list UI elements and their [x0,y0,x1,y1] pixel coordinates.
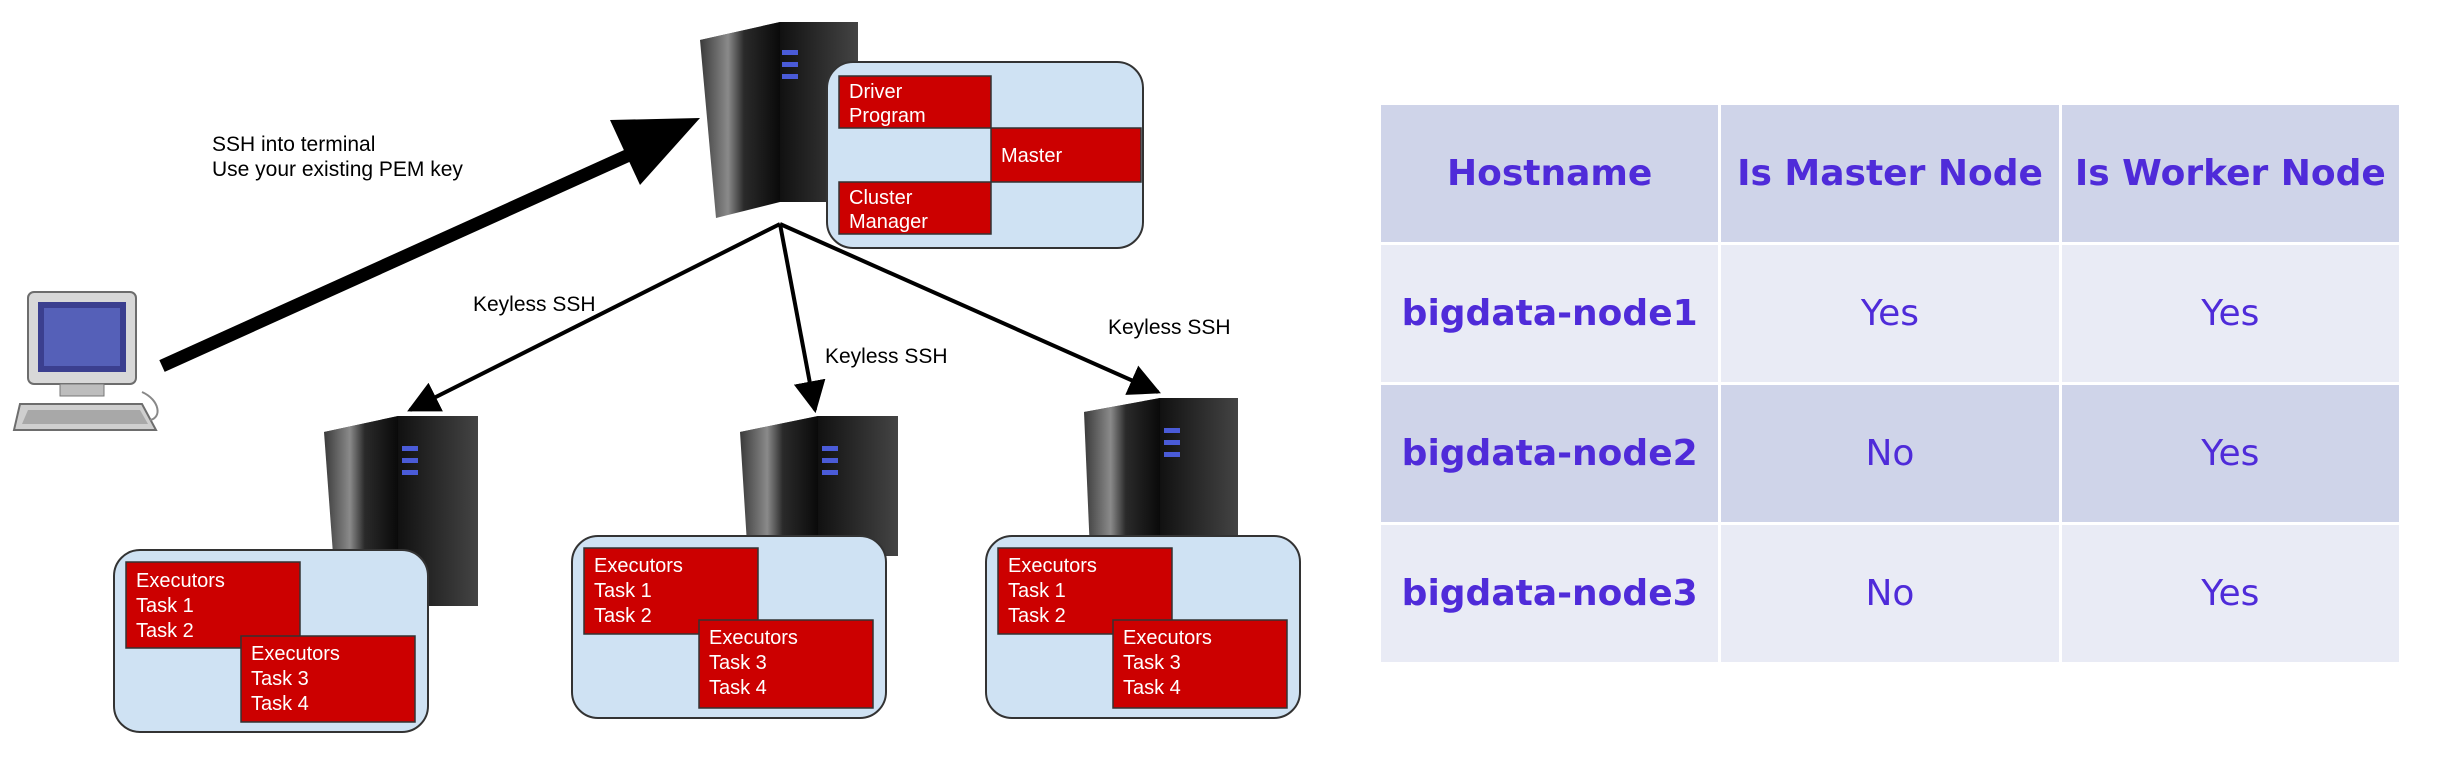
task-label: Task 3 [1123,652,1181,674]
task-label: Task 2 [1008,605,1066,627]
keyless-ssh-label-2: Keyless SSH [825,345,948,368]
driver-program-box [838,75,992,129]
keyless-ssh-arrows [407,222,1161,414]
cluster-manager-box [838,181,992,235]
driver-line2: Program [849,105,926,127]
worker-node-box-1: Executors Task 1 Task 2 Executors Task 3… [113,549,429,733]
executors-box [125,561,301,649]
task-label: Task 1 [1008,580,1066,602]
hosts-table: Hostname Is Master Node Is Worker Node b… [1377,102,2403,665]
task-label: Task 3 [709,652,767,674]
header-is-worker-node: Is Worker Node [2058,102,2403,245]
exec-label: Executors [251,643,340,665]
master-box [990,127,1142,183]
worker-node-box-3: Executors Task 1 Task 2 Executors Task 3… [985,535,1301,719]
master-node-box: Driver Program Master Cluster Manager [826,61,1144,249]
master-cell: No [1718,382,2062,525]
exec-label: Executors [709,627,798,649]
executors-box [240,635,416,723]
task-label: Task 2 [594,605,652,627]
arrow-to-worker1 [407,222,781,412]
header-is-master-node: Is Master Node [1718,102,2062,245]
worker-node-box-2: Executors Task 1 Task 2 Executors Task 3… [571,535,887,719]
exec-label: Executors [594,555,683,577]
ssh-label-line2: Use your existing PEM key [212,158,463,181]
hostname-cell: bigdata-node3 [1377,522,1722,665]
worker-server-icon-3 [1084,398,1238,552]
arrow-to-worker2 [778,223,826,414]
ssh-label-line1: SSH into terminal [212,133,375,156]
keyless-ssh-label-3: Keyless SSH [1108,316,1231,339]
task-label: Task 3 [251,668,309,690]
arrow-to-worker3 [779,222,1161,395]
exec-label: Executors [1123,627,1212,649]
task-label: Task 4 [251,693,309,715]
table-row: bigdata-node1 Yes Yes [1377,242,2403,385]
hostname-cell: bigdata-node1 [1377,242,1722,385]
cluster-diagram: SSH into terminal Use your existing PEM … [12,22,1301,733]
computer-icon [12,291,159,431]
header-hostname: Hostname [1377,102,1722,245]
worker-cell: Yes [2058,242,2403,385]
worker-cell: Yes [2058,382,2403,525]
executors-box [1112,619,1288,709]
master-label: Master [1001,145,1062,167]
task-label: Task 1 [594,580,652,602]
task-label: Task 4 [1123,677,1181,699]
exec-label: Executors [1008,555,1097,577]
driver-line1: Driver [849,81,903,103]
cluster-line2: Manager [849,211,928,233]
exec-label: Executors [136,570,225,592]
executors-box [698,619,874,709]
table-header-row: Hostname Is Master Node Is Worker Node [1377,102,2403,245]
worker-cell: Yes [2058,522,2403,665]
ssh-arrow [159,118,700,372]
table-row: bigdata-node2 No Yes [1377,382,2403,525]
task-label: Task 4 [709,677,767,699]
master-cell: No [1718,522,2062,665]
master-cell: Yes [1718,242,2062,385]
worker-server-icon-2 [740,416,898,560]
task-label: Task 1 [136,595,194,617]
keyless-ssh-label-1: Keyless SSH [473,293,596,316]
table-row: bigdata-node3 No Yes [1377,522,2403,665]
cluster-line1: Cluster [849,187,913,209]
task-label: Task 2 [136,620,194,642]
hostname-cell: bigdata-node2 [1377,382,1722,525]
